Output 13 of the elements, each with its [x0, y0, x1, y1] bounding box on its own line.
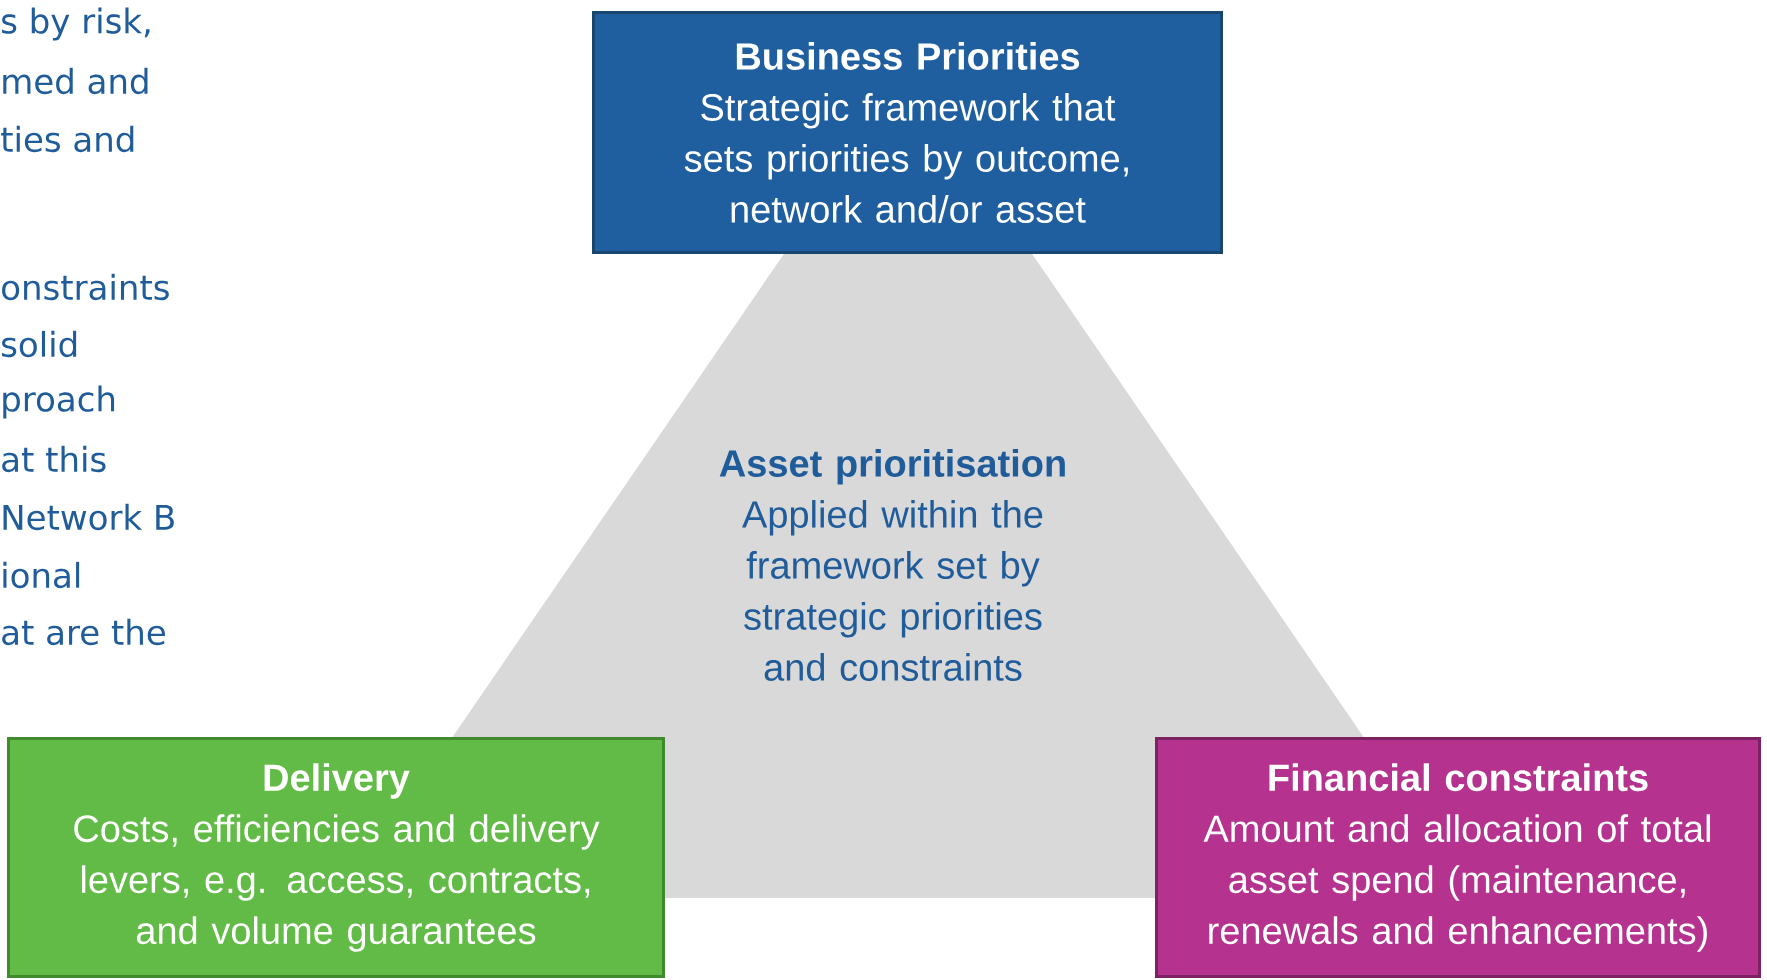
text-line: Network B — [3, 503, 174, 531]
delivery-box: Delivery Costs, efficiencies and delivery levers, e.g. access, contracts, and volume guarantees — [7, 737, 665, 978]
constraints-box: Financial constraints Amount and allocation of total asset spend (maintenance, renewals and enhancements) — [1155, 737, 1761, 978]
text-line: med and — [3, 67, 148, 95]
text-line: s by risk, — [2, 7, 150, 41]
priority-box: Business Priorities Strategic framework that sets priorities by outcome, network and/or asset — [592, 11, 1223, 254]
text-line: at are the — [2, 618, 165, 646]
text-line: ties and — [1, 125, 134, 153]
text-line: at this — [2, 445, 106, 473]
text-line: onstraints — [2, 273, 169, 301]
text-line: ional — [3, 561, 80, 589]
text-line: solid — [2, 330, 77, 358]
text-line: proach — [3, 385, 115, 419]
